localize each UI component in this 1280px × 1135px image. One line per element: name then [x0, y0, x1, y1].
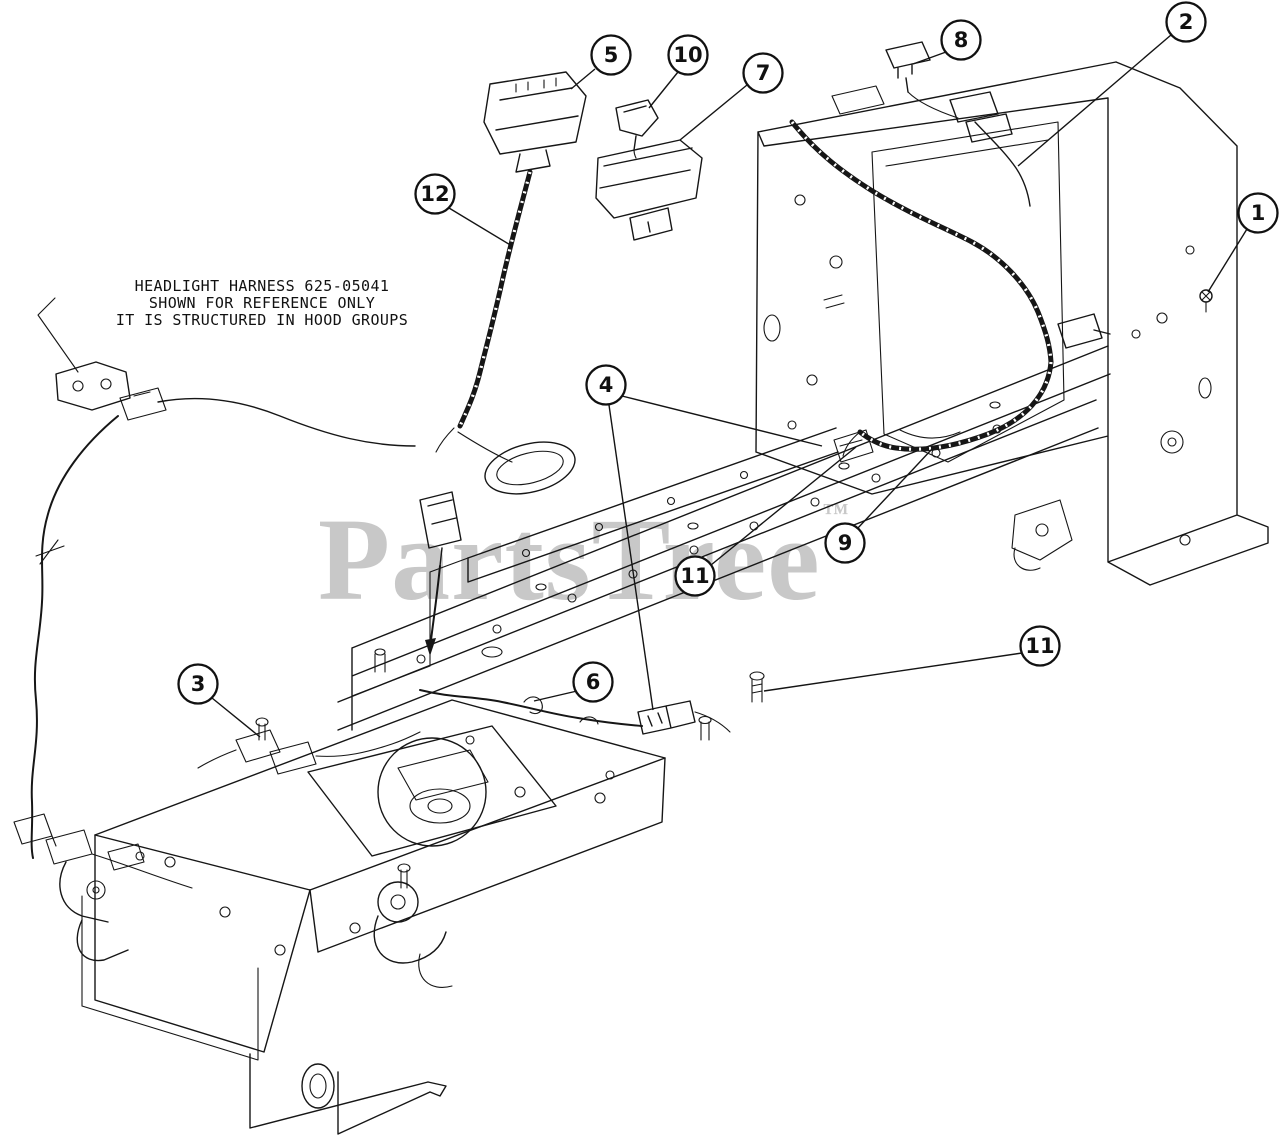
svg-text:10: 10 [673, 43, 702, 67]
callout-leader-11 [710, 446, 857, 566]
callout-3: 3 [177, 663, 219, 705]
svg-text:9: 9 [838, 531, 853, 555]
callout-leader-4 [621, 395, 823, 447]
frame-rails [337, 345, 1111, 731]
callout-leader-3 [211, 697, 261, 738]
callout-6: 6 [572, 661, 614, 703]
callout-5: 5 [590, 34, 632, 76]
callout-1: 1 [1237, 192, 1279, 234]
headlight-harness [13, 297, 416, 962]
note-line-3: IT IS STRUCTURED IN HOOD GROUPS [115, 311, 409, 329]
svg-text:5: 5 [604, 43, 619, 67]
callout-leader-6 [533, 690, 578, 702]
callout-layer: 5 10 7 8 2 1 12 4 9 11 3 6 11 [177, 1, 1279, 738]
callout-12: 12 [414, 173, 456, 215]
callout-leader-10 [648, 71, 679, 109]
callout-leader-1 [1207, 228, 1248, 293]
svg-text:12: 12 [420, 182, 449, 206]
reference-note: HEADLIGHT HARNESS 625-05041 SHOWN FOR RE… [52, 278, 472, 329]
callout-9: 9 [824, 522, 866, 564]
callout-leader-5 [570, 68, 596, 90]
dash-harness [789, 41, 1213, 457]
callout-10: 10 [667, 34, 709, 76]
key-switch-connectors [457, 71, 703, 429]
watermark-tm: ™ [822, 497, 850, 527]
watermark: PartsTree™ [318, 492, 850, 628]
svg-text:1: 1 [1251, 201, 1266, 225]
callout-leader-4 [608, 404, 654, 711]
note-line-2: SHOWN FOR REFERENCE ONLY [148, 294, 376, 312]
callout-2: 2 [1165, 1, 1207, 43]
callout-7: 7 [742, 52, 784, 94]
svg-text:2: 2 [1179, 10, 1194, 34]
front-frame [81, 699, 666, 1135]
callout-4: 4 [585, 364, 627, 406]
svg-text:4: 4 [599, 373, 614, 397]
callout-leader-8 [912, 51, 947, 65]
callout-leader-2 [1017, 34, 1172, 167]
svg-text:8: 8 [954, 28, 969, 52]
callout-8: 8 [940, 19, 982, 61]
callout-11: 11 [674, 555, 716, 597]
svg-text:11: 11 [680, 564, 709, 588]
svg-text:6: 6 [586, 670, 601, 694]
dash-tower [755, 61, 1269, 586]
callout-leader-9 [856, 448, 933, 530]
main-harness-bundle [197, 427, 765, 775]
callout-11: 11 [1019, 625, 1061, 667]
watermark-text: PartsTree [318, 494, 821, 625]
svg-text:3: 3 [191, 672, 206, 696]
svg-text:7: 7 [756, 61, 771, 85]
callout-leader-7 [679, 84, 748, 141]
svg-text:11: 11 [1025, 634, 1054, 658]
callout-leader-11 [763, 652, 1023, 692]
note-line-1: HEADLIGHT HARNESS 625-05041 [134, 277, 390, 295]
callout-leader-12 [448, 207, 513, 247]
